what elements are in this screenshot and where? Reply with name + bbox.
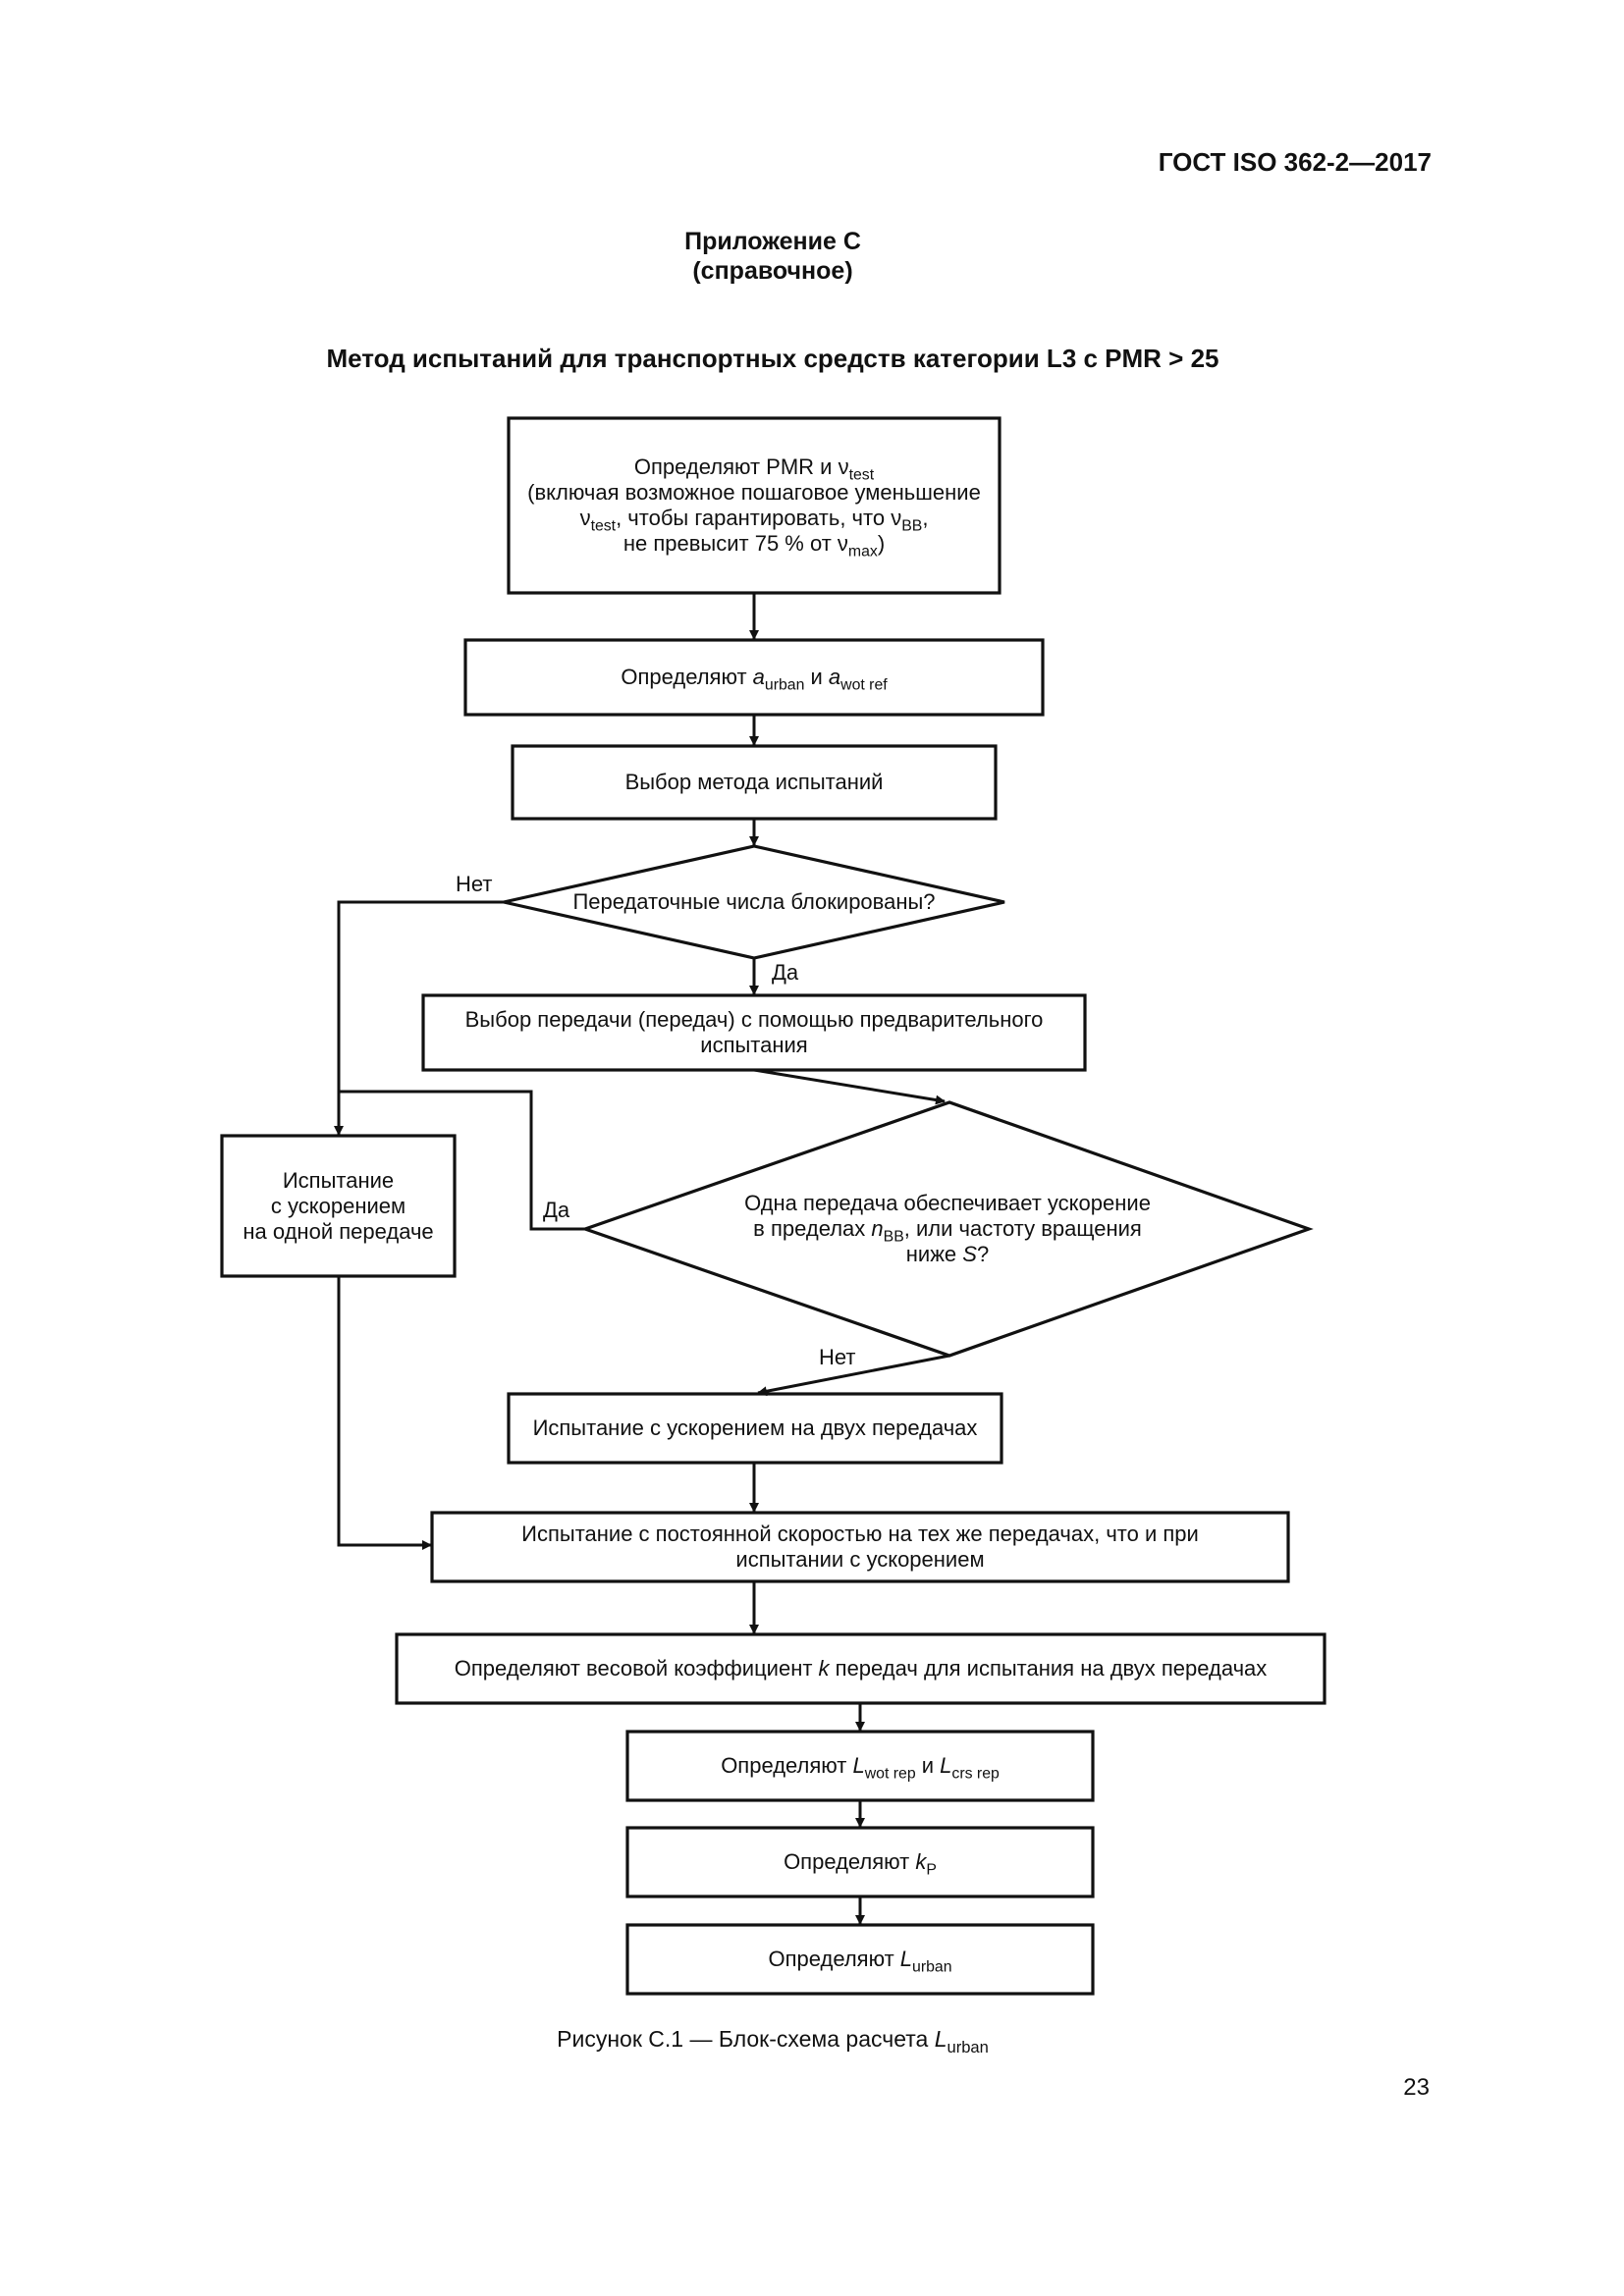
box-gear-selection: [421, 993, 1087, 1072]
decision-gears-locked: [503, 844, 1005, 960]
decision1-yes-label: Да: [772, 960, 799, 985]
box-single-gear-text: Испытание с ускорением на одной передаче: [243, 1167, 434, 1244]
arrow-no-1: [334, 900, 504, 1136]
box-weight-coefficient-text: Определяют весовой коэффициент k передач…: [454, 1656, 1268, 1681]
box-determine-a: [463, 638, 1045, 717]
box-weight-coefficient: [395, 1632, 1326, 1705]
box-determine-a-text: Определяют aurban и awot ref: [621, 665, 888, 694]
box-determine-pmr: [507, 416, 1001, 595]
arrow-single-to-const: [337, 1276, 432, 1550]
box-determine-L-rep-text: Определяют Lwot rep и Lcrs rep: [721, 1753, 1000, 1783]
box-constant-speed-test: [430, 1511, 1290, 1583]
section-title: Метод испытаний для транспортных средств…: [326, 344, 1219, 373]
arrow-gear-to-decision: [753, 1068, 946, 1105]
box-determine-Lurban: [625, 1923, 1095, 1996]
decision2-no-label: Нет: [819, 1345, 856, 1369]
appendix-subtitle: (справочное): [692, 257, 853, 285]
document-id: ГОСТ ISO 362-2—2017: [1158, 147, 1432, 177]
appendix-title: Приложение С: [684, 228, 861, 255]
box-gear-selection-text: Выбор передачи (передач) с помощью предв…: [464, 1007, 1044, 1057]
box-determine-pmr-text: Определяют PMR и νtest (включая возможно…: [527, 454, 981, 561]
arrow-no-2: [757, 1354, 950, 1397]
box-determine-kp-text: Определяют kP: [784, 1849, 937, 1879]
decision-single-gear-text: Одна передача обеспечивает ускорение в п…: [744, 1191, 1151, 1266]
figure-caption: Рисунок С.1 — Блок-схема расчета Lurban: [557, 2026, 989, 2056]
arrow-yes-2: [339, 1090, 585, 1231]
decision2-yes-label: Да: [543, 1198, 570, 1222]
box-determine-Lurban-text: Определяют Lurban: [768, 1947, 952, 1976]
box-two-gear-test: [507, 1392, 1003, 1465]
decision-single-gear: [580, 1100, 1314, 1358]
box-determine-L-rep: [625, 1730, 1095, 1802]
box-two-gear-text: Испытание с ускорением на двух передачах: [532, 1415, 978, 1440]
box-select-method-text: Выбор метода испытаний: [624, 770, 884, 794]
decision1-no-label: Нет: [456, 872, 493, 896]
box-constant-speed-text: Испытание с постоянной скоростью на тех …: [521, 1522, 1199, 1572]
box-single-gear-test: [220, 1134, 457, 1278]
decision-gears-locked-text: Передаточные числа блокированы?: [572, 889, 936, 914]
page-number: 23: [1403, 2074, 1430, 2101]
